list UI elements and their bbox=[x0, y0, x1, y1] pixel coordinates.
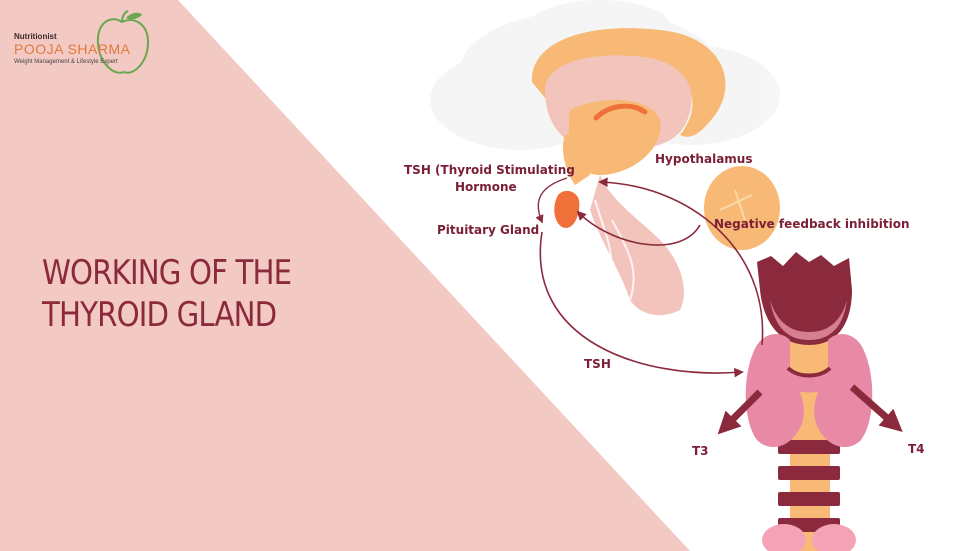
arrow-t4 bbox=[849, 384, 903, 432]
title-line-1: WORKING OF THE bbox=[42, 253, 292, 293]
label-tsh-full-line-1: TSH (Thyroid Stimulating bbox=[404, 163, 575, 177]
label-pituitary-gland: Pituitary Gland bbox=[437, 223, 540, 237]
pituitary-gland-shape bbox=[554, 190, 580, 228]
background-panel bbox=[0, 0, 690, 551]
logo-tagline: Weight Management & Lifestyle Expert bbox=[14, 59, 118, 65]
label-t3: T3 bbox=[692, 444, 709, 458]
label-tsh: TSH bbox=[584, 357, 611, 371]
arrows bbox=[535, 177, 903, 435]
thyroid-illustration bbox=[745, 252, 873, 551]
label-t4: T4 bbox=[908, 442, 925, 456]
page-title: WORKING OF THE THYROID GLAND bbox=[42, 252, 292, 336]
arrow-feedback-to-pituitary bbox=[576, 210, 701, 246]
arrow-tsh-to-thyroid bbox=[539, 231, 744, 378]
label-tsh-full-line-2: Hormone bbox=[455, 180, 517, 194]
label-hypothalamus: Hypothalamus bbox=[655, 152, 753, 166]
logo-name: POOJA SHARMA bbox=[14, 41, 131, 57]
label-negative-feedback: Negative feedback inhibition bbox=[714, 217, 910, 231]
arrow-feedback-to-hypothalamus bbox=[598, 177, 764, 346]
apple-logo-icon bbox=[96, 10, 150, 74]
arrow-hypothalamus-to-pituitary bbox=[535, 177, 568, 224]
brand-logo: Nutritionist POOJA SHARMA Weight Managem… bbox=[14, 10, 154, 80]
brain-illustration bbox=[531, 28, 780, 316]
logo-prefix: Nutritionist bbox=[14, 32, 57, 41]
arrow-t3 bbox=[717, 389, 763, 435]
title-line-2: THYROID GLAND bbox=[42, 295, 277, 335]
